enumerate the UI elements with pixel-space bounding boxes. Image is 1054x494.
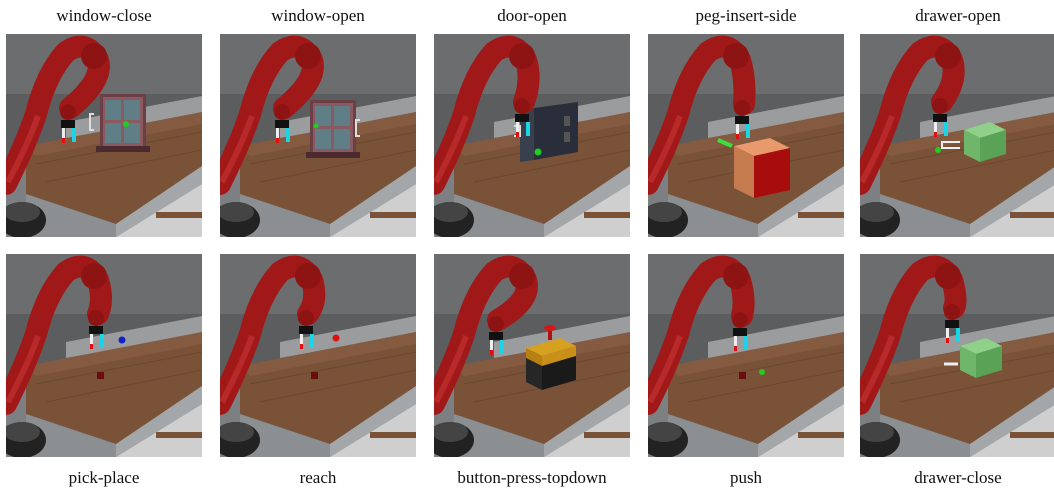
scene-drawer-open <box>860 34 1054 237</box>
task-label-drawer-open: drawer-open <box>915 6 1001 25</box>
scene-button-press-topdown <box>434 254 630 457</box>
scene-peg-insert-side <box>648 34 844 237</box>
task-label-reach: reach <box>299 468 337 487</box>
task-label-window-open: window-open <box>271 6 365 25</box>
scene-door-open <box>434 34 630 237</box>
task-label-pick-place: pick-place <box>68 468 140 487</box>
scene-window-close <box>6 34 202 237</box>
task-label-drawer-close: drawer-close <box>914 468 1002 487</box>
scene-drawer-close <box>860 254 1054 457</box>
task-label-door-open: door-open <box>497 6 567 25</box>
task-label-push: push <box>729 468 763 487</box>
scene-reach <box>220 254 416 457</box>
task-label-peg-insert-side: peg-insert-side <box>695 6 797 25</box>
scene-window-open <box>220 34 416 237</box>
task-label-window-close: window-close <box>56 6 152 25</box>
task-label-button-press-topdown: button-press-topdown <box>457 468 607 487</box>
scene-pick-place <box>6 254 202 457</box>
scene-push <box>648 254 844 457</box>
